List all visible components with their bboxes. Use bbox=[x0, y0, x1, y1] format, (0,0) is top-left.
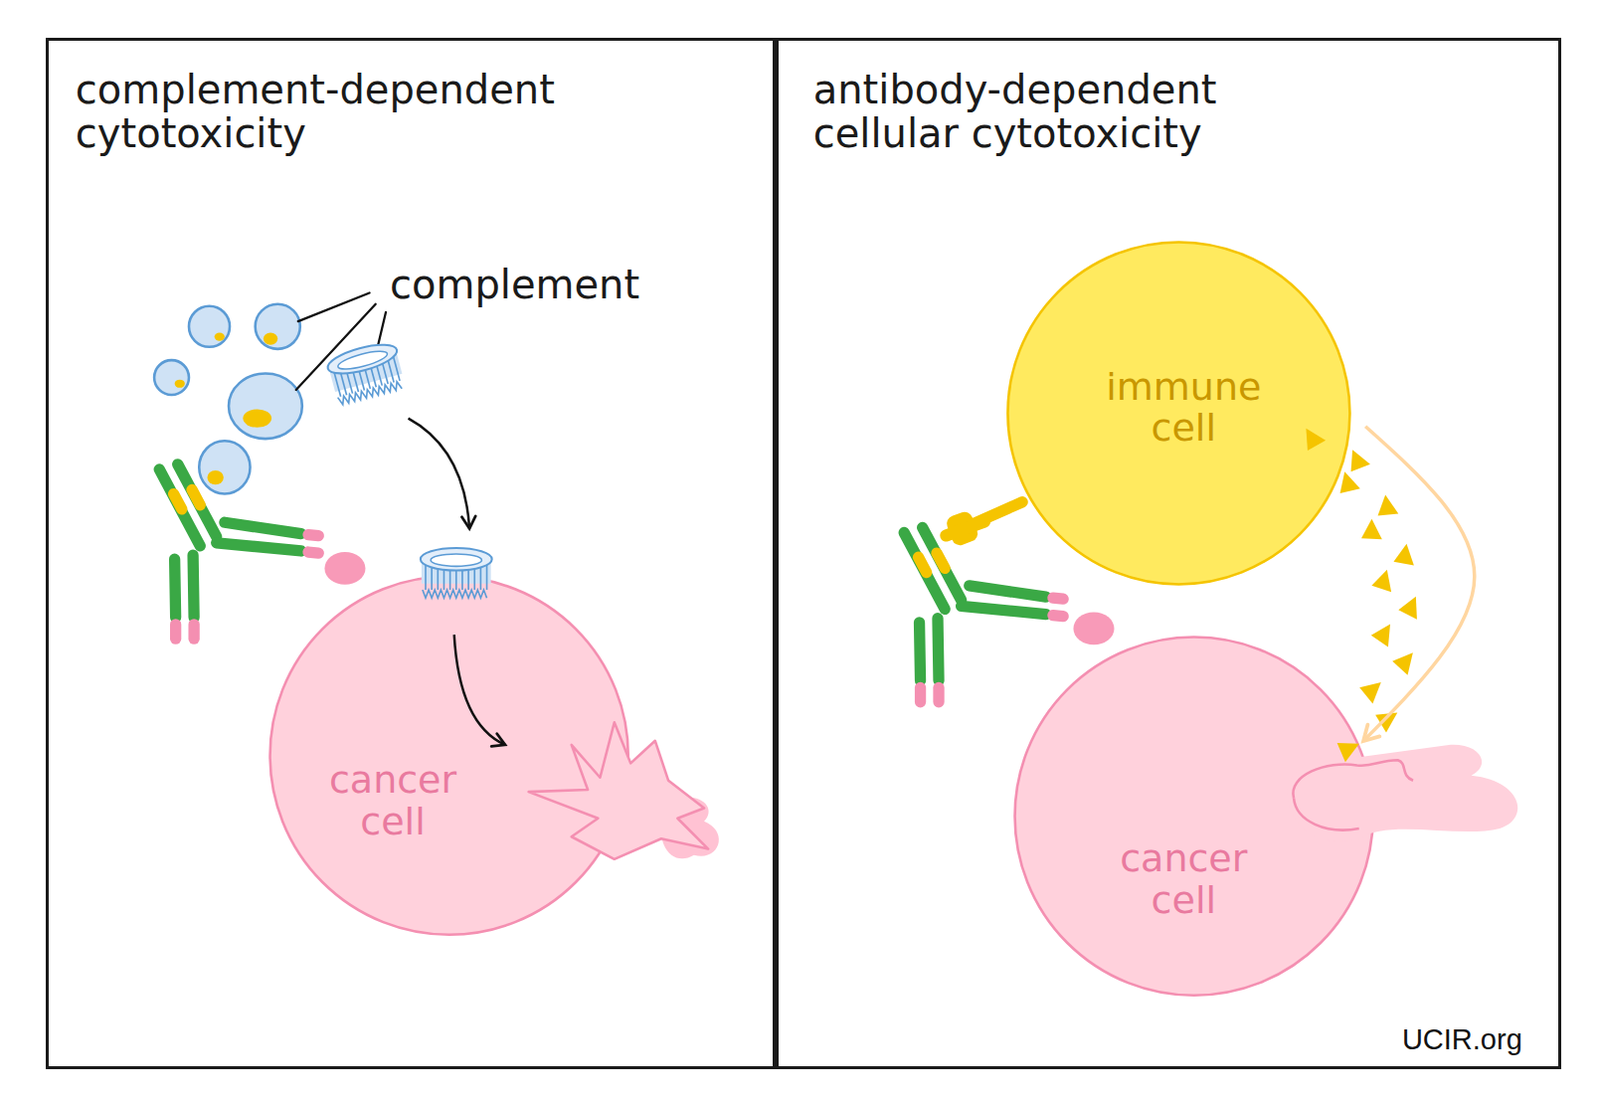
cell-label: cancer cell bbox=[1096, 838, 1271, 922]
cell-outline bbox=[1012, 634, 1376, 998]
watermark: UCIR.org bbox=[1402, 1023, 1523, 1057]
cell-body bbox=[1007, 242, 1350, 585]
immune-cell: immune cell bbox=[1005, 239, 1353, 587]
antigen bbox=[1072, 612, 1114, 646]
cell-label: immune cell bbox=[1083, 366, 1283, 451]
rupture-edge bbox=[1292, 759, 1414, 798]
sphere-dots bbox=[175, 332, 279, 485]
panel-box: complement-dependent cytotoxicity cancer … bbox=[45, 37, 776, 1069]
membrane-rupture bbox=[1286, 744, 1518, 842]
cell-body bbox=[1014, 637, 1373, 996]
rupture-edge bbox=[1293, 797, 1360, 830]
complement-spheres bbox=[154, 304, 303, 495]
flow-arrow bbox=[408, 418, 471, 530]
cell-debris bbox=[660, 797, 719, 859]
leader-lines bbox=[296, 292, 386, 389]
cancer-cell: cancer cell bbox=[1012, 634, 1376, 998]
kill-arrow bbox=[1363, 426, 1475, 741]
cell-body bbox=[269, 575, 628, 934]
cancer-cell: cancer cell bbox=[267, 573, 631, 937]
callout-label: complement bbox=[389, 261, 640, 308]
antigen bbox=[324, 551, 365, 585]
cell-label: cancer cell bbox=[306, 759, 481, 844]
cytotoxic-granules bbox=[1298, 428, 1422, 764]
cell-outline bbox=[267, 573, 631, 937]
panel-heading: antibody-dependent cellular cytotoxicity bbox=[813, 67, 1371, 156]
panel-heading: complement-dependent cytotoxicity bbox=[75, 67, 633, 156]
fc-receptor bbox=[938, 502, 1024, 548]
flow-arrow bbox=[454, 634, 506, 745]
membrane-rupture bbox=[529, 721, 710, 859]
panel-box: antibody-dependent cellular cytotoxicity… bbox=[775, 37, 1562, 1069]
